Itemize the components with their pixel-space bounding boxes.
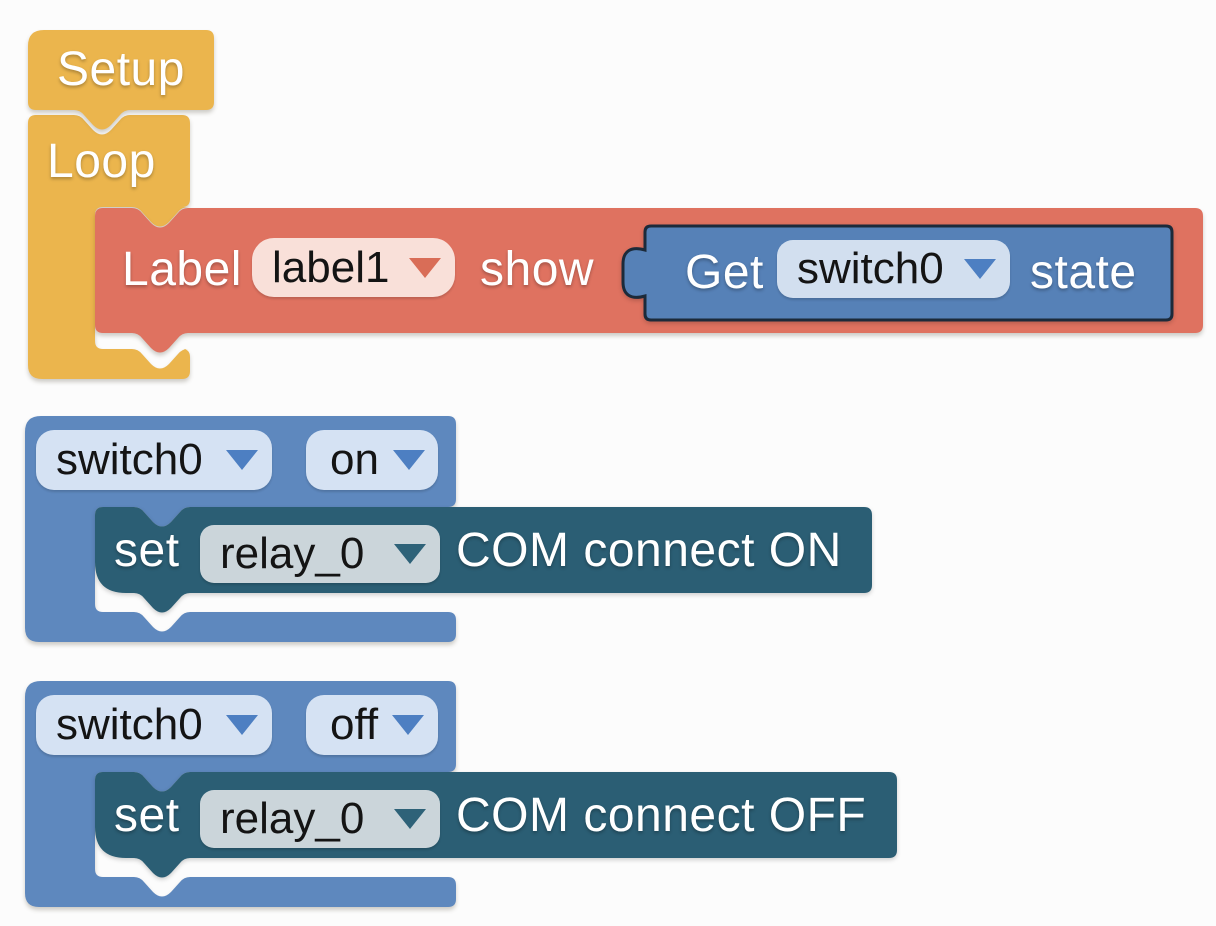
label-name-dropdown-value: label1 — [272, 242, 390, 292]
set-relay-off-dropdown[interactable]: relay_0 — [200, 790, 440, 848]
label-show-prefix: Label — [122, 243, 242, 296]
chevron-down-icon — [964, 259, 996, 279]
chevron-down-icon — [226, 450, 258, 470]
set-relay-on-dropdown[interactable]: relay_0 — [200, 525, 440, 583]
get-state-device-dropdown[interactable]: switch0 — [777, 240, 1010, 298]
chevron-down-icon — [394, 809, 426, 829]
set-relay-on-suffix: COM connect ON — [456, 524, 842, 577]
chevron-down-icon — [394, 544, 426, 564]
chevron-down-icon — [226, 715, 258, 735]
get-state-device-dropdown-value: switch0 — [797, 244, 944, 293]
setup-label: Setup — [57, 43, 185, 96]
loop-block[interactable] — [28, 115, 190, 379]
switch-on-device-dropdown[interactable]: switch0 — [36, 430, 272, 490]
label-show-suffix: show — [480, 243, 595, 296]
switch-on-device-dropdown-value: switch0 — [56, 435, 203, 484]
switch-on-event-dropdown[interactable]: on — [306, 430, 438, 490]
switch-on-event-dropdown-value: on — [330, 435, 379, 484]
label-name-dropdown[interactable]: label1 — [252, 238, 455, 297]
set-relay-off-dropdown-value: relay_0 — [220, 794, 365, 843]
set-relay-off-suffix: COM connect OFF — [456, 789, 867, 842]
switch-off-event-dropdown[interactable]: off — [306, 695, 438, 755]
switch-off-device-dropdown-value: switch0 — [56, 700, 203, 749]
set-relay-off-prefix: set — [114, 789, 180, 842]
set-relay-on-dropdown-value: relay_0 — [220, 529, 365, 578]
chevron-down-icon — [409, 257, 441, 278]
switch-off-device-dropdown[interactable]: switch0 — [36, 695, 272, 755]
chevron-down-icon — [392, 715, 425, 735]
get-state-prefix: Get — [685, 246, 764, 299]
chevron-down-icon — [392, 450, 425, 470]
set-relay-on-prefix: set — [114, 524, 180, 577]
loop-label: Loop — [47, 135, 156, 188]
get-state-suffix: state — [1030, 246, 1137, 299]
switch-off-event-dropdown-value: off — [330, 700, 379, 749]
setup-block[interactable] — [28, 30, 214, 130]
